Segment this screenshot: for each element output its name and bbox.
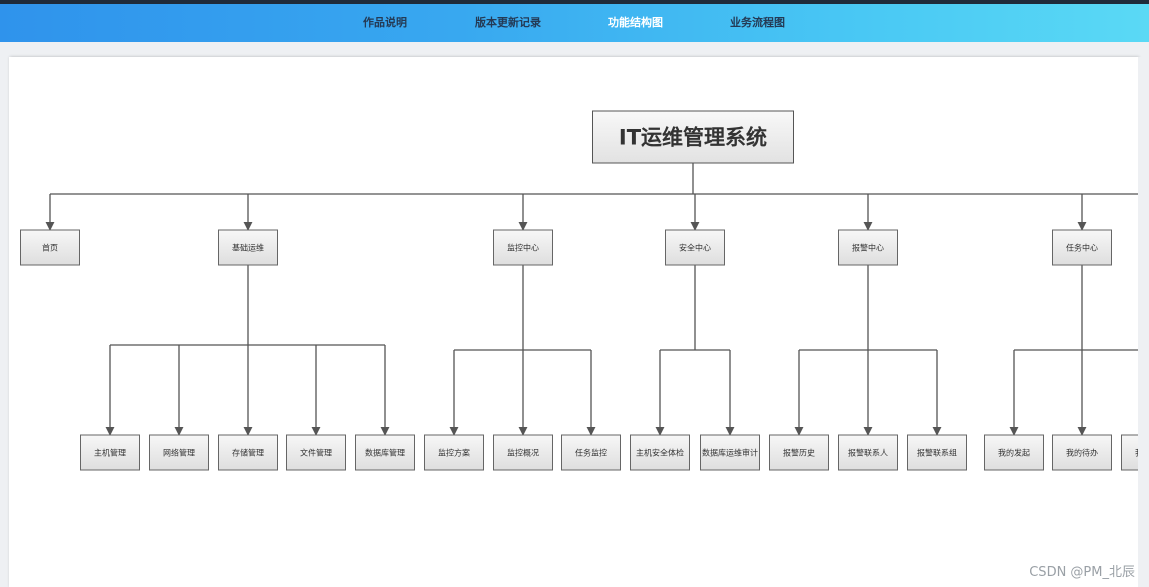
module-node-box	[1052, 229, 1112, 266]
child-node: 我的已办	[1121, 434, 1138, 471]
child-node-box	[561, 434, 621, 471]
child-node-label: 我的已办	[1135, 447, 1138, 457]
module-node: 安全中心	[665, 229, 725, 266]
child-node-label: 网络管理	[163, 447, 195, 457]
child-node: 网络管理	[149, 434, 209, 471]
child-node: 文件管理	[286, 434, 346, 471]
child-node: 存储管理	[218, 434, 278, 471]
child-node-box	[630, 434, 690, 471]
nav-item-description[interactable]: 作品说明	[363, 16, 407, 29]
module-node: 监控中心	[493, 229, 553, 266]
nav-item-function-structure[interactable]: 功能结构图	[608, 16, 663, 29]
module-node-box	[665, 229, 725, 266]
watermark: CSDN @PM_北辰	[1029, 565, 1135, 580]
child-node-box	[907, 434, 967, 471]
child-node-box	[1052, 434, 1112, 471]
child-node-box	[149, 434, 209, 471]
child-node: 数据库运维审计	[700, 434, 760, 471]
root-node: IT运维管理系统	[592, 110, 794, 164]
child-node-box	[80, 434, 140, 471]
child-node-box	[700, 434, 760, 471]
module-node-label: 任务中心	[1066, 242, 1098, 252]
child-node: 报警历史	[769, 434, 829, 471]
child-node: 我的待办	[1052, 434, 1112, 471]
module-node-label: 报警中心	[852, 242, 884, 252]
child-node-label: 主机安全体检	[636, 447, 684, 457]
window-top-edge	[0, 0, 1149, 4]
module-node-box	[493, 229, 553, 266]
module-node-box	[838, 229, 898, 266]
child-node-label: 文件管理	[300, 447, 332, 457]
module-node-label: 基础运维	[232, 242, 264, 252]
nav-item-business-flow[interactable]: 业务流程图	[730, 16, 785, 29]
module-node-label: 首页	[42, 242, 58, 252]
child-node-box	[424, 434, 484, 471]
child-node-box	[218, 434, 278, 471]
child-node-label: 数据库运维审计	[702, 447, 758, 457]
child-node-label: 我的待办	[1066, 447, 1098, 457]
child-node: 我的发起	[984, 434, 1044, 471]
child-node-label: 报警历史	[783, 447, 815, 457]
child-node: 主机管理	[80, 434, 140, 471]
module-node: 基础运维	[218, 229, 278, 266]
child-node-box	[1121, 434, 1138, 471]
child-node-box	[286, 434, 346, 471]
root-node-box	[592, 110, 794, 164]
module-node: 报警中心	[838, 229, 898, 266]
module-node-label: 监控中心	[507, 242, 539, 252]
child-node-label: 主机管理	[94, 447, 126, 457]
child-node-box	[493, 434, 553, 471]
child-node: 报警联系人	[838, 434, 898, 471]
child-node: 任务监控	[561, 434, 621, 471]
module-node: 任务中心	[1052, 229, 1112, 266]
child-node-box	[769, 434, 829, 471]
child-node-box	[355, 434, 415, 471]
diagram-panel: IT运维管理系统首页 基础运维主机管理 网络管理 存储管理 文件管理 数据库管理 监控中心监…	[9, 57, 1138, 587]
child-node-label: 报警联系组	[917, 447, 957, 457]
module-node-box	[20, 229, 80, 266]
connector-lines	[45, 163, 1138, 436]
right-gutter	[1138, 57, 1149, 587]
module-node-box	[218, 229, 278, 266]
child-node-label: 数据库管理	[365, 447, 405, 457]
root-node-label: IT运维管理系统	[619, 126, 767, 150]
child-node: 主机安全体检	[630, 434, 690, 471]
child-node: 监控方案	[424, 434, 484, 471]
child-node-label: 报警联系人	[848, 447, 888, 457]
child-node-label: 监控概况	[507, 447, 539, 457]
nav-item-version-history[interactable]: 版本更新记录	[475, 16, 541, 29]
child-node-label: 监控方案	[438, 447, 470, 457]
child-node: 报警联系组	[907, 434, 967, 471]
top-navbar: 作品说明 版本更新记录 功能结构图 业务流程图	[0, 4, 1149, 42]
child-node-box	[838, 434, 898, 471]
child-node-box	[984, 434, 1044, 471]
child-node: 数据库管理	[355, 434, 415, 471]
module-node-label: 安全中心	[679, 242, 711, 252]
child-node-label: 任务监控	[575, 447, 607, 457]
child-node-label: 我的发起	[998, 447, 1030, 457]
module-node: 首页	[20, 229, 80, 266]
child-node: 监控概况	[493, 434, 553, 471]
child-node-label: 存储管理	[232, 447, 264, 457]
